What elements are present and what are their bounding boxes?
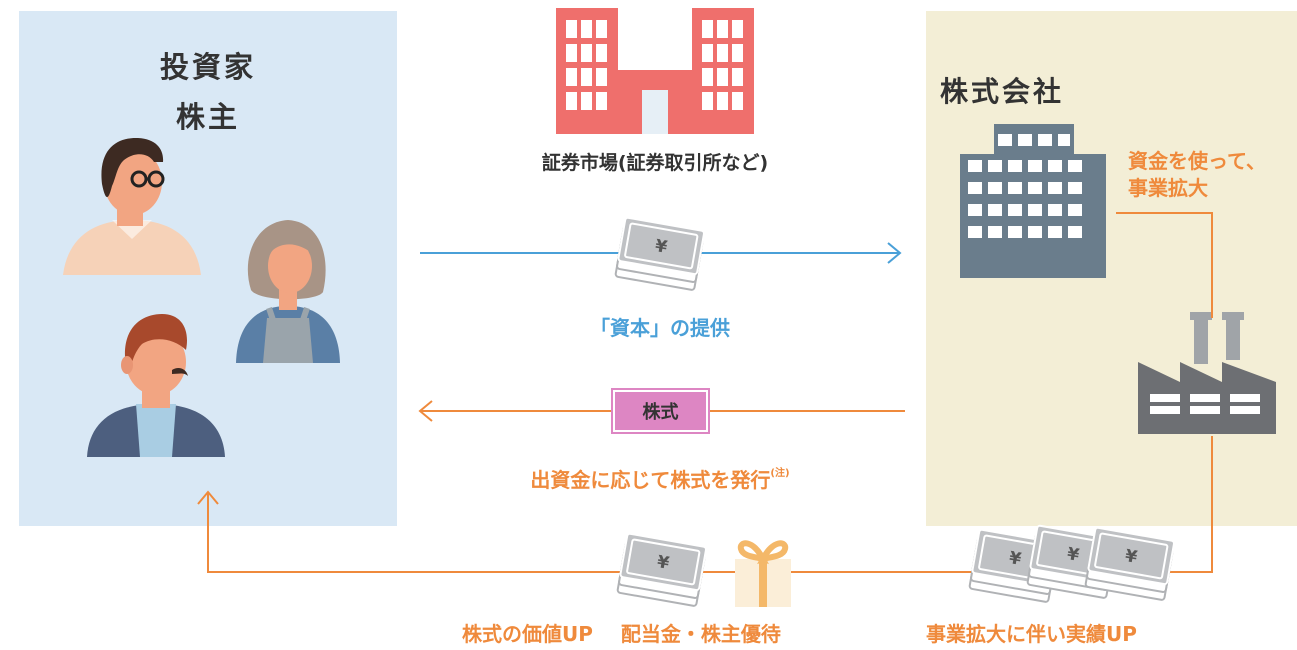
investor-woman-icon xyxy=(236,220,340,363)
factory-icon xyxy=(1138,312,1276,434)
investor-title: 投資家 株主 xyxy=(19,44,397,136)
company-expand-line1: 資金を使って、 xyxy=(1128,149,1266,173)
return-banknote-icon: ¥ xyxy=(616,532,707,607)
stock-issue-label: 出資金に応じて株式を発行(注) xyxy=(480,464,840,493)
dividend-label: 配当金・株主優待 xyxy=(620,622,781,646)
market-label: 証券市場(証券取引所など) xyxy=(541,152,769,174)
investor-man-mustache-icon xyxy=(87,314,225,457)
stock-issue-text: 出資金に応じて株式を発行 xyxy=(530,468,771,492)
yen-symbol: ¥ xyxy=(653,236,668,258)
performance-banknotes-icon: ¥ ¥ ¥ xyxy=(968,524,1175,603)
company-title: 株式会社 xyxy=(940,75,1065,108)
stock-badge: 株式 xyxy=(611,388,710,434)
company-expand-line2: 事業拡大 xyxy=(1128,176,1208,200)
stock-exchange-icon xyxy=(556,8,754,134)
yen-symbol: ¥ xyxy=(655,552,670,574)
investor-title-line2: 株主 xyxy=(175,100,240,134)
expand-connector xyxy=(1116,212,1213,318)
office-building-icon xyxy=(960,124,1106,278)
stock-issue-note: (注) xyxy=(770,468,790,479)
gift-icon xyxy=(735,540,791,607)
yen-symbol: ¥ xyxy=(1007,548,1022,570)
stock-value-up-label: 株式の価値UP xyxy=(462,622,593,646)
capital-arrow-head xyxy=(887,242,902,264)
return-arrow-head xyxy=(197,490,219,505)
performance-label: 事業拡大に伴い実績UP xyxy=(926,622,1137,646)
banknote-icon: ¥ xyxy=(614,216,705,291)
return-arrow xyxy=(207,436,1213,573)
stock-badge-label: 株式 xyxy=(642,402,679,423)
returns-label: 株式の価値UP 配当金・株主優待 xyxy=(462,618,781,647)
investor-title-line1: 投資家 xyxy=(159,50,256,84)
stock-arrow-head xyxy=(418,400,433,422)
yen-symbol: ¥ xyxy=(1123,546,1138,568)
company-expand-text: 資金を使って、 事業拡大 xyxy=(1128,148,1266,202)
investor-man-glasses-icon xyxy=(63,137,201,275)
capital-label: 「資本」の提供 xyxy=(590,316,730,340)
yen-symbol: ¥ xyxy=(1065,544,1080,566)
